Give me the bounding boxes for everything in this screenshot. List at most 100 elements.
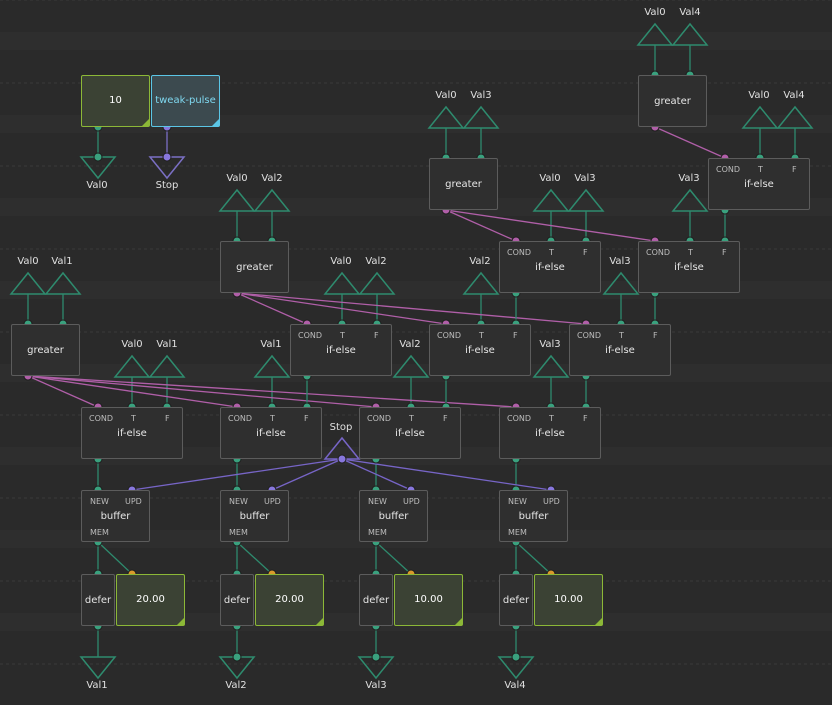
input-label: Val0 — [226, 173, 248, 184]
greater-node-d[interactable]: greater — [638, 75, 707, 127]
greater-node-a[interactable]: greater — [11, 324, 80, 376]
port-label-t: T — [688, 248, 693, 257]
value-text: tweak-pulse — [155, 95, 216, 106]
port-label-f: F — [513, 331, 518, 340]
node-title: greater — [27, 345, 64, 356]
node-title: defer — [223, 595, 251, 606]
ifelse-node-d2[interactable]: COND T F if-else — [638, 241, 740, 293]
buffer-node-3[interactable]: NEW UPD buffer MEM — [359, 490, 428, 542]
input-label: Val2 — [399, 339, 421, 350]
buffer-node-2[interactable]: NEW UPD buffer MEM — [220, 490, 289, 542]
value-text: 10.00 — [414, 594, 443, 605]
input-label: Val0 — [435, 90, 457, 101]
node-title: buffer — [518, 511, 549, 522]
defer-node-3[interactable]: defer — [359, 574, 393, 626]
port-label-cond: COND — [646, 248, 671, 257]
input-label: Val0 — [330, 256, 352, 267]
value-text: 10.00 — [554, 594, 583, 605]
ifelse-node-e1[interactable]: COND T F if-else — [290, 324, 392, 376]
buffer-node-1[interactable]: NEW UPD buffer MEM — [81, 490, 150, 542]
port-label-cond: COND — [437, 331, 462, 340]
node-title: defer — [84, 595, 112, 606]
input-label: Val3 — [539, 339, 561, 350]
ifelse-node-e3[interactable]: COND T F if-else — [569, 324, 671, 376]
input-label: Val0 — [17, 256, 39, 267]
input-label: Val2 — [469, 256, 491, 267]
ifelse-node-d1[interactable]: COND T F if-else — [499, 241, 601, 293]
node-title: greater — [654, 96, 691, 107]
node-title: if-else — [117, 428, 147, 439]
node-title: if-else — [326, 345, 356, 356]
port-label-upd: UPD — [125, 497, 142, 506]
port-label-cond: COND — [367, 414, 392, 423]
defer-node-4[interactable]: defer — [499, 574, 533, 626]
port-label-cond: COND — [507, 414, 532, 423]
defer-node-1[interactable]: defer — [81, 574, 115, 626]
port-label-t: T — [270, 414, 275, 423]
port-label-f: F — [583, 414, 588, 423]
ifelse-node-f3[interactable]: COND T F if-else — [359, 407, 461, 459]
node-title: if-else — [744, 179, 774, 190]
port-label-f: F — [722, 248, 727, 257]
node-title: if-else — [674, 262, 704, 273]
port-label-cond: COND — [507, 248, 532, 257]
output-label: Val1 — [86, 680, 108, 691]
node-title: if-else — [535, 262, 565, 273]
output-label: Val2 — [225, 680, 247, 691]
port-label-f: F — [165, 414, 170, 423]
value-text: 20.00 — [275, 594, 304, 605]
port-label-t: T — [409, 414, 414, 423]
corner-marker — [455, 618, 462, 625]
corner-marker — [142, 119, 149, 126]
ifelse-node-c1[interactable]: COND T F if-else — [708, 158, 810, 210]
ifelse-node-f1[interactable]: COND T F if-else — [81, 407, 183, 459]
node-title: if-else — [256, 428, 286, 439]
input-label: Val3 — [470, 90, 492, 101]
node-title: defer — [362, 595, 390, 606]
value-text: 10 — [109, 95, 122, 106]
port-label-t: T — [549, 248, 554, 257]
defer-default-4[interactable]: 10.00 — [534, 574, 603, 626]
port-label-mem: MEM — [508, 528, 527, 537]
input-label: Val0 — [121, 339, 143, 350]
port-label-mem: MEM — [229, 528, 248, 537]
greater-node-c[interactable]: greater — [429, 158, 498, 210]
corner-marker — [595, 618, 602, 625]
ifelse-node-e2[interactable]: COND T F if-else — [429, 324, 531, 376]
node-title: if-else — [395, 428, 425, 439]
input-label: Val2 — [365, 256, 387, 267]
port-label-f: F — [304, 414, 309, 423]
node-title: if-else — [465, 345, 495, 356]
port-label-t: T — [131, 414, 136, 423]
node-title: if-else — [535, 428, 565, 439]
output-label: Val4 — [504, 680, 526, 691]
greater-node-b[interactable]: greater — [220, 241, 289, 293]
output-label: Val0 — [86, 180, 108, 191]
ifelse-node-f4[interactable]: COND T F if-else — [499, 407, 601, 459]
port-label-cond: COND — [228, 414, 253, 423]
defer-default-3[interactable]: 10.00 — [394, 574, 463, 626]
defer-default-2[interactable]: 20.00 — [255, 574, 324, 626]
buffer-node-4[interactable]: NEW UPD buffer MEM — [499, 490, 568, 542]
input-label: Val1 — [156, 339, 178, 350]
node-title: greater — [445, 179, 482, 190]
port-label-cond: COND — [577, 331, 602, 340]
corner-marker — [316, 618, 323, 625]
defer-default-1[interactable]: 20.00 — [116, 574, 185, 626]
stop-input-label: Stop — [329, 422, 353, 433]
port-label-f: F — [583, 248, 588, 257]
port-label-f: F — [443, 414, 448, 423]
input-label: Val0 — [748, 90, 770, 101]
port-label-cond: COND — [716, 165, 741, 174]
constant-node[interactable]: 10 — [81, 75, 150, 127]
output-label: Stop — [155, 180, 179, 191]
output-label: Val3 — [365, 680, 387, 691]
node-title: greater — [236, 262, 273, 273]
grid-band — [0, 32, 832, 50]
tweak-pulse-node[interactable]: tweak-pulse — [151, 75, 220, 127]
value-text: 20.00 — [136, 594, 165, 605]
defer-node-2[interactable]: defer — [220, 574, 254, 626]
ifelse-node-f2[interactable]: COND T F if-else — [220, 407, 322, 459]
input-label: Val3 — [609, 256, 631, 267]
port-label-new: NEW — [90, 497, 109, 506]
